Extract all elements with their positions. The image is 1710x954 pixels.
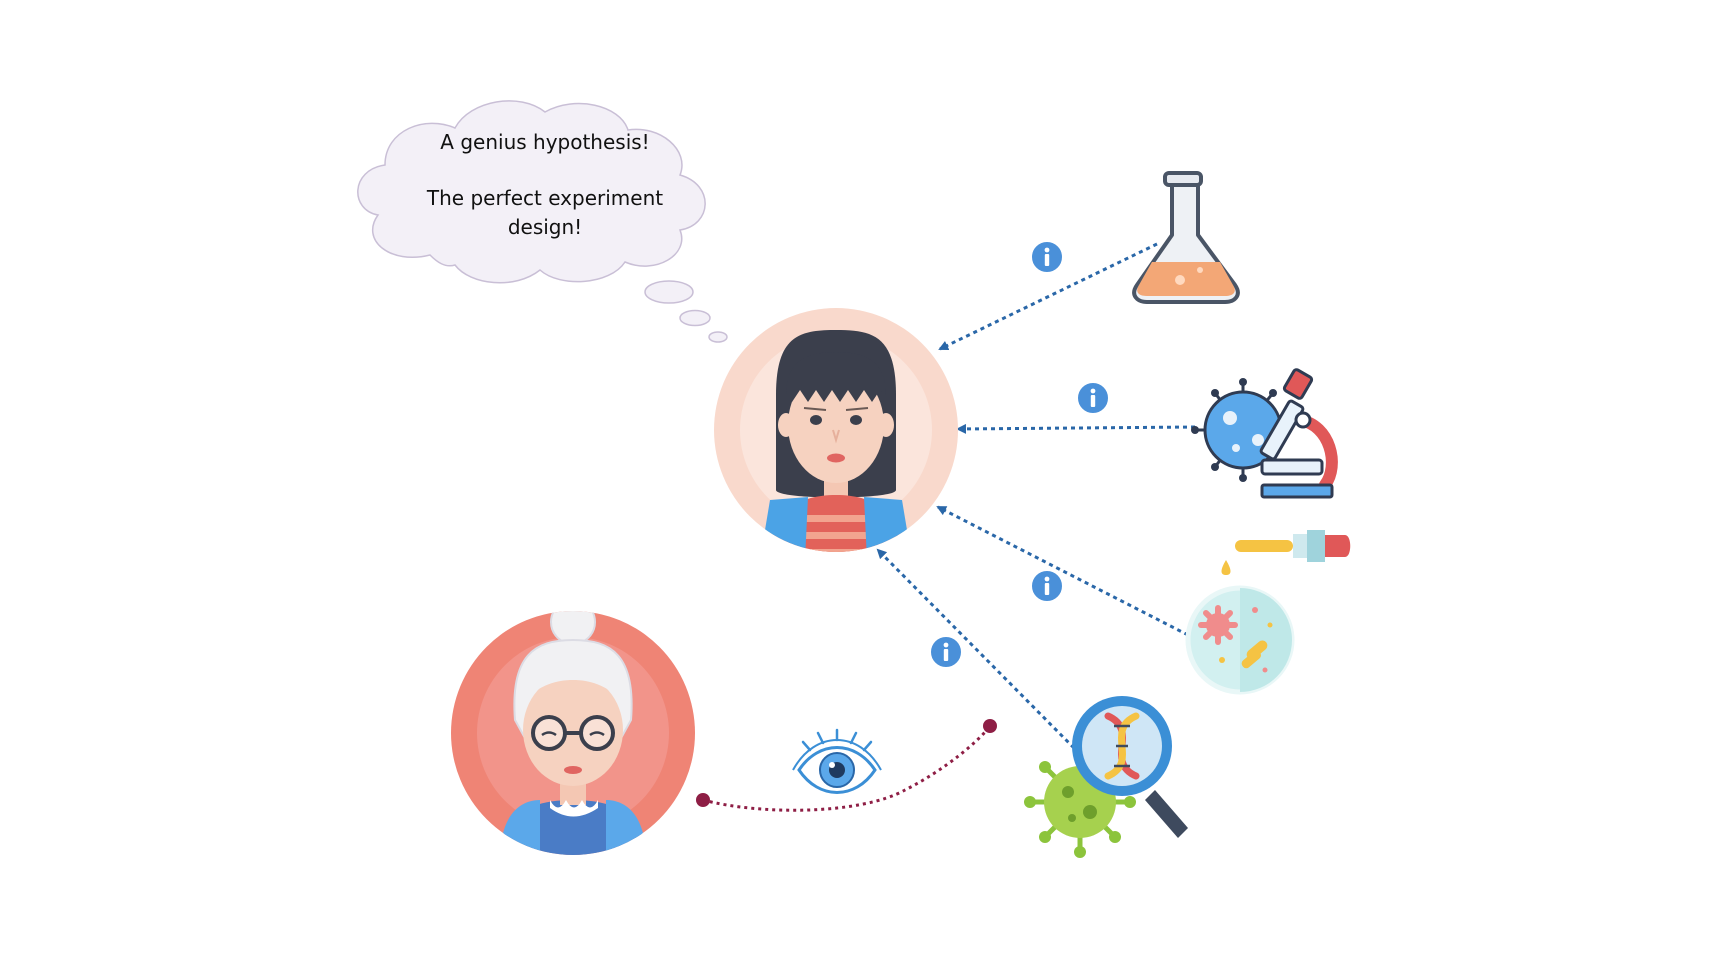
- microscope-to-scientist-arrow: [956, 423, 1196, 434]
- dna-to-scientist-arrow: [876, 548, 1076, 750]
- flask-icon[interactable]: [1132, 171, 1240, 304]
- info-icon[interactable]: [929, 635, 963, 669]
- observation-link-end-dot: [983, 719, 997, 733]
- info-icon[interactable]: [1030, 240, 1064, 274]
- thought-line-hypothesis: A genius hypothesis!: [440, 130, 650, 154]
- thought-line-design: design!: [507, 215, 583, 239]
- thought-bubble: [357, 100, 728, 343]
- thought-line-experiment: The perfect experiment: [426, 186, 664, 210]
- eye-icon[interactable]: [792, 728, 882, 794]
- info-icon[interactable]: [1030, 569, 1064, 603]
- connectors: [696, 242, 1196, 812]
- thought-bubble-text: A genius hypothesis! The perfect experim…: [400, 128, 690, 242]
- elderly-woman-avatar-icon[interactable]: [451, 600, 695, 860]
- info-icon[interactable]: [1076, 381, 1110, 415]
- dna-magnifier-virus-icon[interactable]: [1024, 696, 1188, 858]
- young-woman-avatar-icon[interactable]: [714, 308, 958, 560]
- microscope-virus-icon[interactable]: [1191, 368, 1338, 499]
- flask-to-scientist-arrow: [938, 242, 1158, 351]
- petri-to-scientist-arrow: [936, 505, 1189, 637]
- petri-dish-dropper-icon[interactable]: [1185, 530, 1351, 695]
- observation-link-start-dot: [696, 793, 710, 807]
